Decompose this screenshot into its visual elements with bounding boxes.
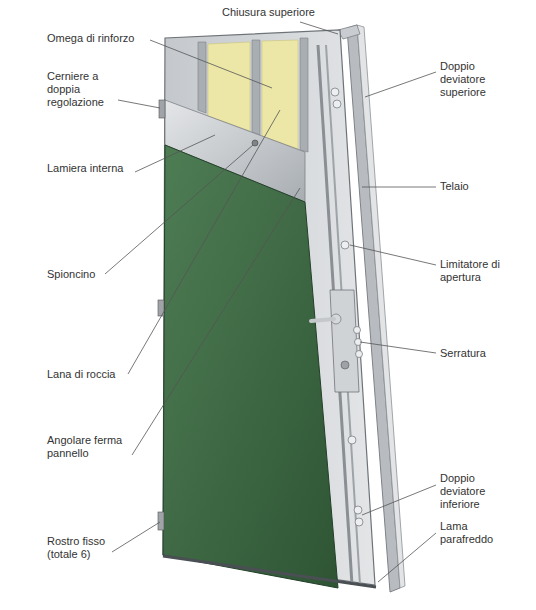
- leader-line: [128, 110, 280, 374]
- green-panel: [163, 145, 338, 588]
- leader-line: [360, 342, 436, 353]
- limiter-bolt: [341, 241, 349, 249]
- deviator-group: [331, 88, 363, 526]
- leader-line: [362, 485, 436, 515]
- leader-line: [112, 522, 160, 552]
- draught-blade: [163, 556, 376, 587]
- part-label: Doppio deviatore inferiore: [440, 472, 522, 511]
- omega-bar: [198, 42, 206, 113]
- hinge: [159, 100, 165, 118]
- key-cylinder: [341, 361, 349, 369]
- leader-line: [135, 135, 215, 172]
- lock-bolt: [354, 327, 361, 334]
- part-label: Telaio: [440, 180, 522, 193]
- leader-line: [105, 145, 253, 274]
- leader-line: [362, 187, 436, 188]
- part-label: Lama parafreddo: [440, 520, 512, 546]
- leader-line: [350, 245, 436, 265]
- omega-bar: [300, 38, 308, 152]
- hinge: [158, 512, 164, 530]
- part-label: Chiusura superiore: [222, 6, 342, 19]
- deviator-bolt: [348, 436, 356, 444]
- deviator-bolt: [355, 518, 363, 526]
- part-label: Omega di rinforzo: [47, 32, 157, 45]
- part-label: Lamiera interna: [47, 162, 147, 175]
- part-label: Lana di roccia: [47, 368, 147, 381]
- leader-line: [150, 40, 272, 88]
- deviator-bolt: [331, 88, 339, 96]
- part-label: Spioncino: [47, 268, 127, 281]
- lock-rod: [326, 45, 360, 585]
- part-label: Limitatore di apertura: [440, 258, 522, 284]
- leader-line: [365, 72, 436, 97]
- deviator-bolt: [354, 506, 362, 514]
- part-label: Doppio deviatore superiore: [440, 60, 522, 99]
- omega-bar: [252, 40, 260, 135]
- part-label: Angolare ferma pannello: [47, 434, 129, 460]
- part-label: Rostro fisso (totale 6): [47, 535, 129, 561]
- deviator-bolt: [333, 100, 341, 108]
- lock-bolt: [356, 351, 363, 358]
- handle: [311, 319, 334, 321]
- leader-lines: [105, 22, 436, 582]
- leader-line: [118, 100, 160, 108]
- leader-line: [300, 22, 338, 34]
- leader-line: [378, 533, 436, 582]
- frame-top: [338, 25, 360, 39]
- leader-line: [132, 188, 300, 455]
- rock-wool: [208, 42, 250, 131]
- part-label: Cerniere a doppia regolazione: [47, 70, 112, 109]
- part-label: Serratura: [440, 347, 522, 360]
